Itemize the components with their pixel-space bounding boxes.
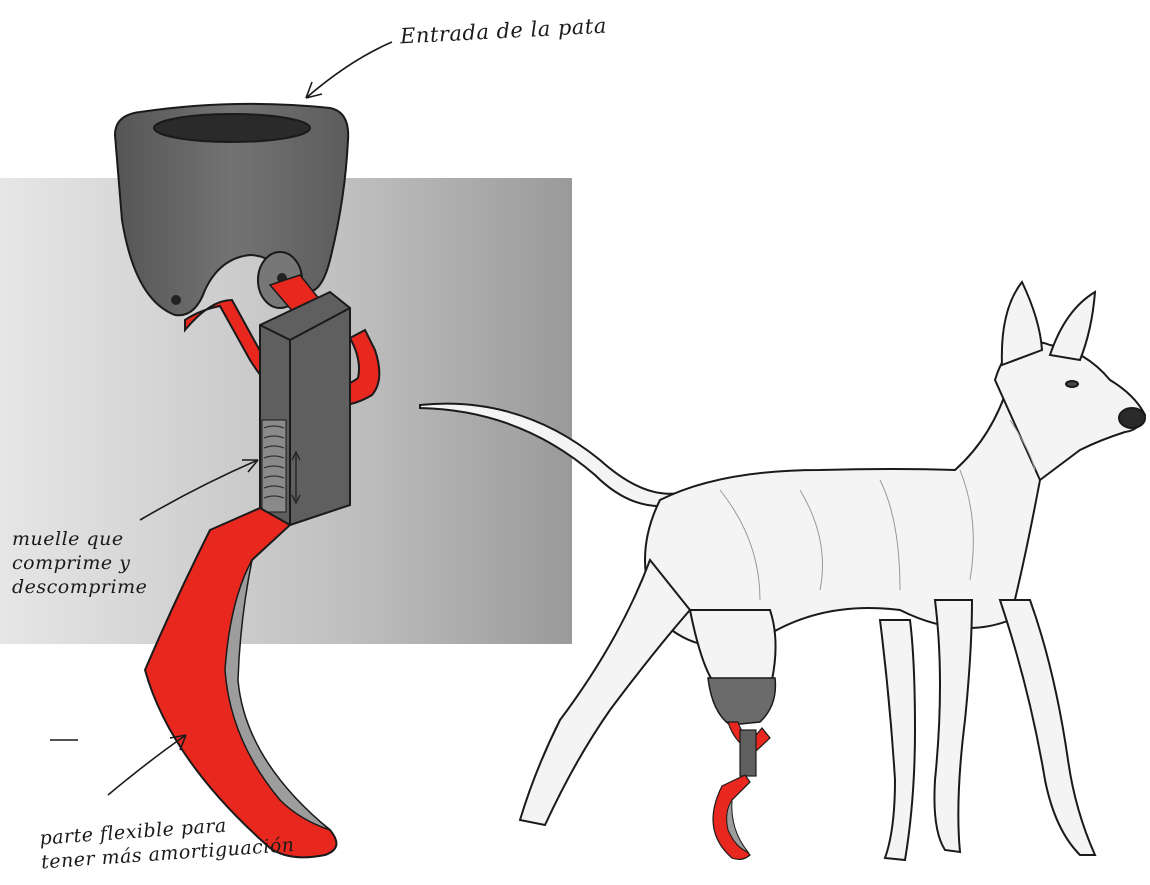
- dog-prosthesis: [708, 678, 775, 859]
- label-spring: muelle que comprime y descomprime: [12, 528, 212, 599]
- arrow-flex: [50, 735, 186, 795]
- arrow-socket-entry: [306, 42, 392, 98]
- label-spring-line-1: muelle que: [12, 528, 212, 552]
- spring-block: [260, 292, 350, 525]
- label-spring-line-3: descomprime: [12, 576, 212, 600]
- label-spring-line-2: comprime y: [12, 552, 212, 576]
